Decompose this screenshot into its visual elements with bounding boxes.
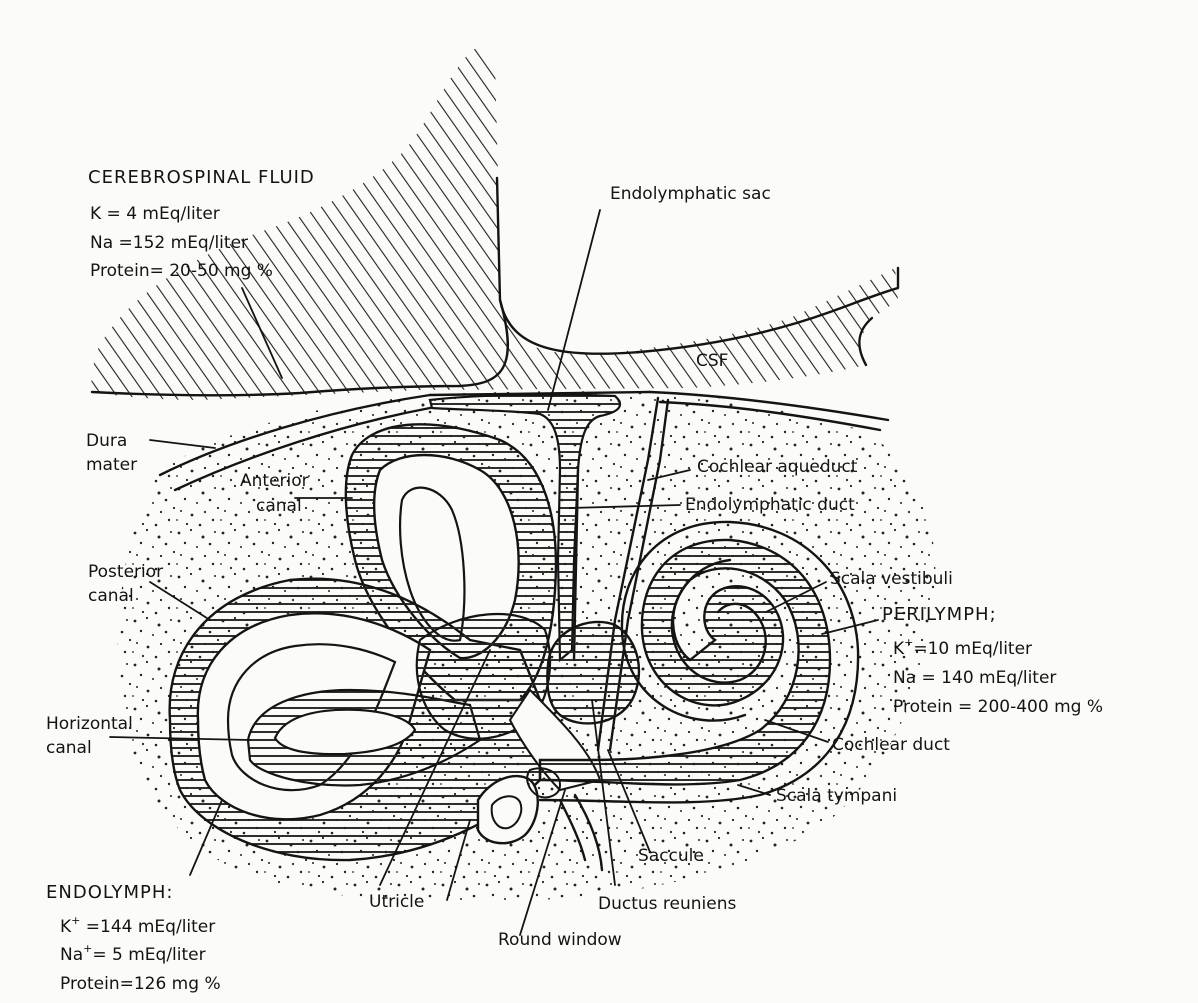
endolymph-title: ENDOLYMPH: [46, 882, 173, 903]
label-utricle: Utricle [369, 892, 424, 912]
csf-title: CEREBROSPINAL FLUID [88, 167, 315, 188]
endolymph-potassium: K+ =144 mEq/liter [60, 914, 215, 937]
label-horizontal-line1: Horizontal [46, 714, 133, 734]
label-dura-line2: mater [86, 455, 137, 475]
label-ductus-reuniens: Ductus reuniens [598, 894, 736, 914]
csf-protein: Protein= 20-50 mg % [90, 261, 273, 281]
label-endolymphatic-sac: Endolymphatic sac [610, 184, 771, 204]
label-anterior-line1: Anterior [240, 471, 309, 491]
perilymph-potassium: K+=10 mEq/liter [893, 636, 1032, 659]
endolymph-sodium: Na+= 5 mEq/liter [60, 942, 206, 965]
label-saccule: Saccule [638, 846, 704, 866]
csf-potassium: K = 4 mEq/liter [90, 204, 220, 224]
label-posterior-line1: Posterior [88, 562, 163, 582]
label-dura-line1: Dura [86, 431, 127, 451]
label-posterior-line2: canal [88, 586, 134, 606]
label-horizontal-line2: canal [46, 738, 92, 758]
label-cochlear-aqueduct: Cochlear aqueduct [697, 457, 858, 477]
perilymph-title: PERILYMPH; [882, 604, 997, 625]
perilymph-sodium: Na = 140 mEq/liter [893, 668, 1056, 688]
label-anterior-line2: canal [256, 496, 302, 516]
endolymph-protein: Protein=126 mg % [60, 974, 221, 994]
label-endolymphatic-duct: Endolymphatic duct [685, 495, 855, 515]
label-round-window: Round window [498, 930, 622, 950]
label-scala-vestibuli: Scala vestibuli [830, 569, 953, 589]
label-scala-tympani: Scala tympani [776, 786, 897, 806]
label-cochlear-duct: Cochlear duct [832, 735, 950, 755]
perilymph-protein: Protein = 200-400 mg % [893, 697, 1103, 717]
endolymph-info-block: ENDOLYMPH: K+ =144 mEq/liter Na+= 5 mEq/… [46, 882, 221, 994]
label-csf: CSF [696, 351, 728, 371]
csf-sodium: Na =152 mEq/liter [90, 233, 248, 253]
